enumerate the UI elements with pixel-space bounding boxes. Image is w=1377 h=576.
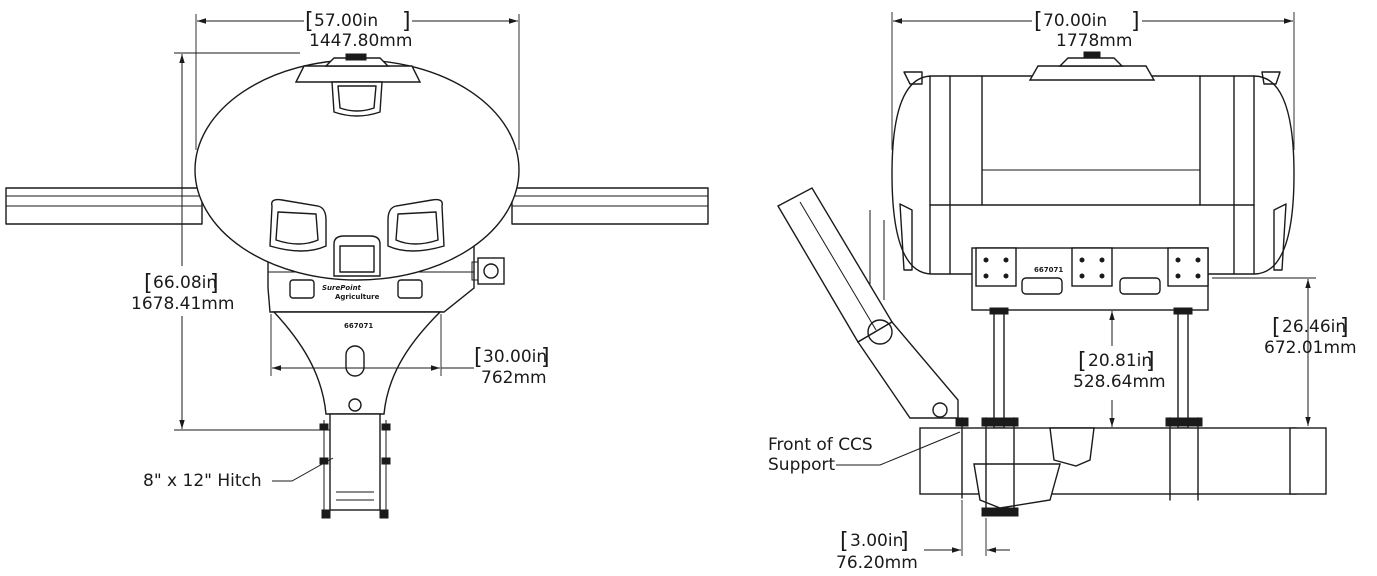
right-stand-height-mm: 528.64mm	[1073, 372, 1166, 392]
right-offset-inch: 3.00in	[850, 531, 903, 551]
left-inner-width-mm: 762mm	[481, 368, 547, 388]
hitch-funnel: 667071	[272, 311, 442, 415]
control-box	[471, 257, 505, 285]
hitch-callout-text: 8" x 12" Hitch	[143, 471, 262, 491]
tank-body-side	[891, 51, 1295, 275]
right-width-inch: 70.00in	[1043, 11, 1107, 31]
right-mount-height-mm: 672.01mm	[1264, 338, 1357, 358]
dim-right-mount-height: [ 26.46in ] 672.01mm	[1212, 277, 1357, 426]
dim-left-width: [ 57.00in ] 1447.80mm	[195, 9, 520, 150]
support-callout-line2: Support	[768, 455, 836, 475]
right-part-tag: 667071	[1034, 266, 1063, 274]
folded-boom	[777, 187, 959, 419]
brand-label: SurePoint	[322, 284, 362, 292]
left-view: SurePoint Agriculture 667071	[5, 9, 709, 519]
right-stand-height-inch: 20.81in	[1088, 351, 1152, 371]
base-beam	[919, 417, 1327, 517]
left-inner-width-inch: 30.00in	[483, 347, 547, 367]
svg-text:]: ]	[541, 345, 550, 370]
dim-right-offset: [ 3.00in ] 76.20mm	[836, 500, 1010, 573]
right-view: 667071	[768, 9, 1357, 573]
svg-text:]: ]	[1146, 349, 1155, 374]
svg-text:[: [	[1034, 9, 1043, 34]
tank-body-top	[194, 53, 520, 281]
svg-text:]: ]	[900, 529, 909, 554]
dim-left-height: [ 66.08in ] 1678.41mm	[131, 52, 330, 431]
right-mount-height-inch: 26.46in	[1282, 317, 1346, 337]
left-height-inch: 66.08in	[153, 273, 217, 293]
svg-text:]: ]	[1131, 9, 1140, 34]
dim-right-stand-height: [ 20.81in ] 528.64mm	[1073, 311, 1166, 427]
svg-text:[: [	[1272, 315, 1281, 340]
left-width-mm: 1447.80mm	[309, 31, 412, 51]
sub-brand-label: Agriculture	[335, 293, 380, 301]
svg-text:[: [	[840, 529, 849, 554]
svg-text:[: [	[144, 271, 153, 296]
left-width-inch: 57.00in	[314, 11, 378, 31]
svg-text:[: [	[1078, 349, 1087, 374]
right-offset-mm: 76.20mm	[836, 553, 918, 573]
tank-saddle: 667071	[971, 247, 1209, 311]
left-height-mm: 1678.41mm	[131, 294, 234, 314]
boom-arm-left	[5, 187, 203, 225]
dim-left-inner-width: [ 30.00in ] 762mm	[270, 314, 550, 388]
left-part-tag: 667071	[344, 322, 373, 330]
svg-text:]: ]	[210, 271, 219, 296]
support-callout-line1: Front of CCS	[768, 435, 873, 455]
right-width-mm: 1778mm	[1056, 31, 1132, 51]
hitch-tube	[319, 413, 391, 519]
svg-text:]: ]	[1340, 315, 1349, 340]
support-callout: Front of CCS Support	[768, 431, 961, 475]
hitch-callout: 8" x 12" Hitch	[143, 457, 334, 491]
svg-text:[: [	[305, 9, 314, 34]
dim-right-width: [ 70.00in ] 1778mm	[891, 9, 1295, 150]
svg-text:[: [	[474, 345, 483, 370]
svg-text:]: ]	[402, 9, 411, 34]
boom-arm-right	[511, 187, 709, 225]
